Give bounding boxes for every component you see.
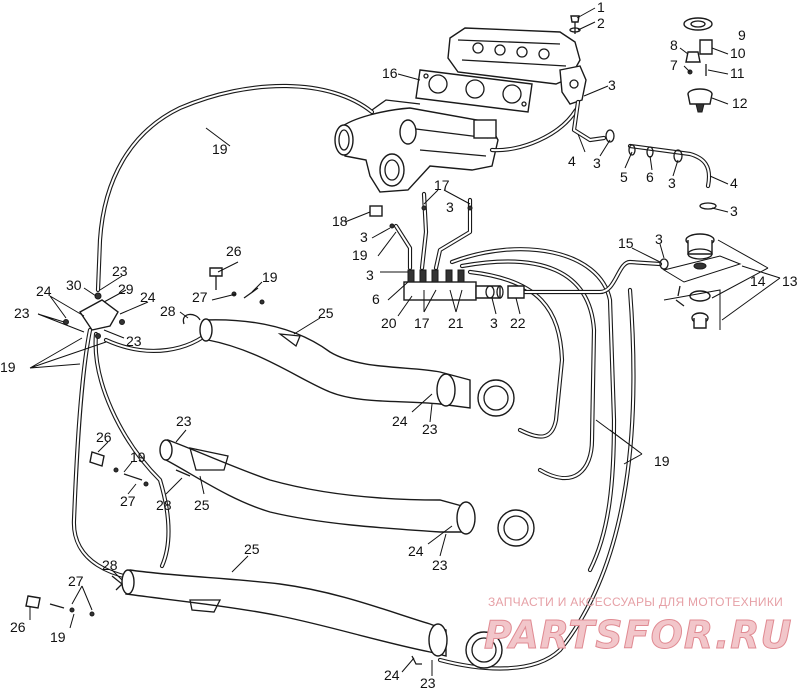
callout-23: 23 (420, 675, 436, 688)
callout-3: 3 (490, 315, 498, 331)
callout-10: 10 (730, 45, 746, 61)
callout-28: 28 (102, 557, 118, 573)
callout-3: 3 (730, 203, 738, 219)
middle-exhaust-pipe (159, 439, 535, 547)
callout-7: 7 (670, 57, 678, 73)
callout-6: 6 (372, 291, 380, 307)
callout-16: 16 (382, 65, 398, 81)
callout-24: 24 (392, 413, 408, 429)
callout-19: 19 (262, 269, 278, 285)
manifold-gasket (415, 69, 533, 113)
callout-27: 27 (120, 493, 136, 509)
callout-8: 8 (670, 37, 678, 53)
callout-6: 6 (646, 169, 654, 185)
callout-23: 23 (126, 333, 142, 349)
callout-23: 23 (14, 305, 30, 321)
callout-2: 2 (597, 15, 605, 31)
callout-19: 19 (50, 629, 66, 645)
callout-23: 23 (432, 557, 448, 573)
callout-19: 19 (212, 141, 228, 157)
watermark: ЗАПЧАСТИ И АКСЕССУАРЫ ДЛЯ МОТОТЕХНИКИ PA… (484, 595, 792, 658)
callout-12: 12 (732, 95, 748, 111)
callout-17: 17 (434, 177, 450, 193)
callout-27: 27 (68, 573, 84, 589)
callout-9: 9 (738, 27, 746, 43)
callout-25: 25 (318, 305, 334, 321)
exhaust-manifold (334, 99, 499, 193)
callout-24: 24 (140, 289, 156, 305)
callout-3: 3 (446, 199, 454, 215)
callout-13: 13 (782, 273, 798, 289)
cylinder-head (447, 27, 587, 105)
callout-26: 26 (226, 243, 242, 259)
callout-29: 29 (118, 281, 134, 297)
cap (683, 17, 713, 31)
callout-1: 1 (597, 0, 605, 15)
callout-17: 17 (414, 315, 430, 331)
callout-14: 14 (750, 273, 766, 289)
leader-lines (29, 7, 781, 676)
callout-3: 3 (366, 267, 374, 283)
callout-24: 24 (36, 283, 52, 299)
callout-19: 19 (654, 453, 670, 469)
callout-15: 15 (618, 235, 634, 251)
callout-25: 25 (244, 541, 260, 557)
callout-26: 26 (10, 619, 26, 635)
head-bolt (569, 15, 581, 34)
tee-fitting (63, 292, 125, 339)
watermark-caption: ЗАПЧАСТИ И АКСЕССУАРЫ ДЛЯ МОТОТЕХНИКИ (488, 595, 783, 609)
callout-11: 11 (730, 65, 745, 81)
callout-3: 3 (655, 231, 663, 247)
upper-exhaust-pipe (199, 318, 515, 417)
drain-plugs (25, 267, 265, 617)
callout-28: 28 (160, 303, 176, 319)
bypass-assembly (662, 233, 742, 330)
temperature-sensor (687, 88, 713, 113)
callout-24: 24 (384, 667, 400, 683)
callout-25: 25 (194, 497, 210, 513)
callout-5: 5 (620, 169, 628, 185)
callout-27: 27 (192, 289, 208, 305)
hose-clamps (369, 129, 717, 270)
callout-18: 18 (332, 213, 348, 229)
callout-21: 21 (448, 315, 464, 331)
callout-23: 23 (112, 263, 128, 279)
callout-30: 30 (66, 277, 82, 293)
callout-23: 23 (422, 421, 438, 437)
callout-22: 22 (510, 315, 526, 331)
callout-24: 24 (408, 543, 424, 559)
callout-3: 3 (668, 175, 676, 191)
callout-23: 23 (176, 413, 192, 429)
callout-26: 26 (96, 429, 112, 445)
callout-4: 4 (568, 153, 576, 169)
callout-3: 3 (608, 77, 616, 93)
lower-exhaust-pipe (121, 569, 503, 669)
watermark-logo: PARTSFOR.RU (484, 613, 792, 657)
distribution-block (403, 269, 525, 301)
callout-4: 4 (730, 175, 738, 191)
callout-19: 19 (0, 359, 16, 375)
small-fittings (685, 39, 713, 76)
callout-20: 20 (381, 315, 397, 331)
callout-3: 3 (593, 155, 601, 171)
callout-19: 19 (130, 449, 146, 465)
callout-3: 3 (360, 229, 368, 245)
callout-28: 28 (156, 497, 172, 513)
callout-19: 19 (352, 247, 368, 263)
